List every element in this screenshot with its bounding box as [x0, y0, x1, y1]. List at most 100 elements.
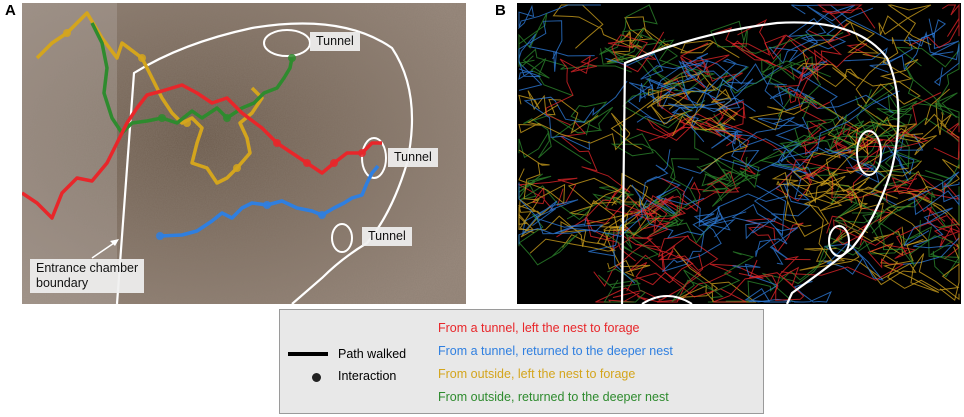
aggregate-track: [817, 4, 876, 43]
aggregate-track: [624, 27, 740, 59]
aggregate-track: [518, 20, 563, 81]
aggregate-track: [776, 151, 858, 205]
label-boundary-line2: boundary: [36, 276, 89, 290]
aggregate-track: [662, 213, 722, 272]
aggregate-track: [855, 117, 960, 234]
aggregate-track: [627, 177, 685, 224]
aggregate-track: [804, 247, 917, 286]
aggregate-track: [830, 184, 885, 234]
aggregate-track: [567, 177, 643, 232]
aggregate-track: [757, 280, 832, 303]
aggregate-track: [517, 4, 601, 30]
label-boundary-line1: Entrance chamber: [36, 261, 139, 275]
aggregate-track: [885, 158, 960, 247]
aggregate-track: [600, 39, 729, 93]
aggregate-track: [794, 115, 910, 169]
legend-interaction-swatch: [312, 373, 321, 382]
aggregate-track: [755, 227, 799, 265]
aggregate-track: [846, 122, 937, 175]
aggregate-track: [518, 149, 566, 205]
aggregate-track: [704, 156, 761, 207]
panel-a-letter: A: [5, 2, 16, 19]
aggregate-track: [779, 118, 865, 158]
aggregate-track: [628, 244, 702, 287]
aggregate-track: [895, 42, 960, 118]
legend-path-label: Path walked: [338, 347, 407, 361]
aggregate-track: [933, 117, 960, 161]
aggregate-track: [671, 251, 755, 303]
aggregate-track: [668, 60, 754, 110]
aggregate-track: [668, 58, 748, 112]
aggregate-track: [529, 228, 629, 254]
legend: Path walked Interaction From a tunnel, l…: [279, 309, 764, 414]
aggregate-track: [610, 124, 699, 216]
aggregate-track: [647, 86, 727, 137]
aggregate-track: [758, 98, 840, 176]
aggregate-track: [731, 185, 787, 240]
aggregate-track: [832, 202, 911, 256]
panel-b-bottom-arc: [641, 295, 693, 304]
aggregate-track: [761, 56, 831, 104]
panel-b-letter: B: [495, 2, 506, 19]
aggregate-track: [784, 181, 867, 237]
aggregate-track: [636, 101, 725, 143]
legend-cat-outside-return: From outside, returned to the deeper nes…: [438, 390, 669, 404]
aggregate-track: [599, 213, 651, 277]
tunnel-ellipse-right: [361, 137, 387, 179]
aggregate-track: [673, 247, 757, 303]
aggregate-track: [671, 254, 779, 303]
aggregate-track: [781, 244, 918, 281]
aggregate-track: [908, 3, 960, 49]
aggregate-track: [552, 4, 643, 49]
aggregate-track: [554, 149, 671, 237]
aggregate-track: [796, 19, 880, 88]
legend-path-swatch: [288, 352, 328, 356]
aggregate-track: [592, 188, 711, 244]
aggregate-track: [517, 177, 578, 211]
aggregate-track: [607, 34, 686, 88]
aggregate-track: [607, 31, 665, 73]
aggregate-track: [753, 169, 811, 221]
aggregate-track: [831, 121, 917, 199]
aggregate-track: [799, 172, 860, 271]
tunnel-ellipse-b-bottom: [828, 225, 850, 257]
legend-cat-outside-forage: From outside, left the nest to forage: [438, 367, 636, 381]
label-tunnel-top: Tunnel: [310, 32, 360, 51]
aggregate-track: [924, 88, 960, 139]
aggregate-track: [518, 173, 591, 221]
legend-cat-tunnel-forage: From a tunnel, left the nest to forage: [438, 321, 640, 335]
aggregate-track: [855, 93, 915, 135]
aggregate-track: [885, 173, 961, 203]
aggregate-track: [645, 181, 721, 220]
aggregate-track: [545, 55, 598, 126]
aggregate-track: [698, 97, 746, 147]
aggregate-track: [852, 100, 918, 148]
aggregate-track-lines: [517, 3, 961, 303]
aggregate-track: [748, 255, 811, 301]
interaction-dots: [63, 29, 366, 240]
panel-b-tracks: [517, 3, 961, 304]
legend-interaction-label: Interaction: [338, 369, 397, 383]
track-green: [90, 22, 294, 135]
tunnel-ellipse-bottom: [331, 223, 353, 253]
aggregate-track: [705, 18, 776, 67]
aggregate-track: [710, 146, 852, 238]
aggregate-track: [603, 205, 679, 260]
aggregate-track: [877, 220, 960, 267]
aggregate-track: [556, 203, 674, 292]
aggregate-track: [518, 182, 604, 245]
panel-a-photo: Tunnel Tunnel Tunnel Entrance chamber bo…: [22, 3, 466, 304]
boundary-arrowhead: [110, 239, 119, 246]
aggregate-track: [559, 120, 631, 221]
label-tunnel-right: Tunnel: [388, 148, 438, 167]
label-tunnel-bottom: Tunnel: [362, 227, 412, 246]
chamber-boundary-b: [620, 21, 900, 304]
aggregate-track: [713, 116, 810, 151]
aggregate-track: [518, 33, 595, 91]
aggregate-track: [826, 160, 922, 210]
aggregate-track: [593, 197, 670, 287]
aggregate-track: [551, 101, 614, 165]
aggregate-track: [908, 171, 960, 216]
aggregate-track: [522, 48, 632, 97]
aggregate-track: [701, 157, 760, 193]
